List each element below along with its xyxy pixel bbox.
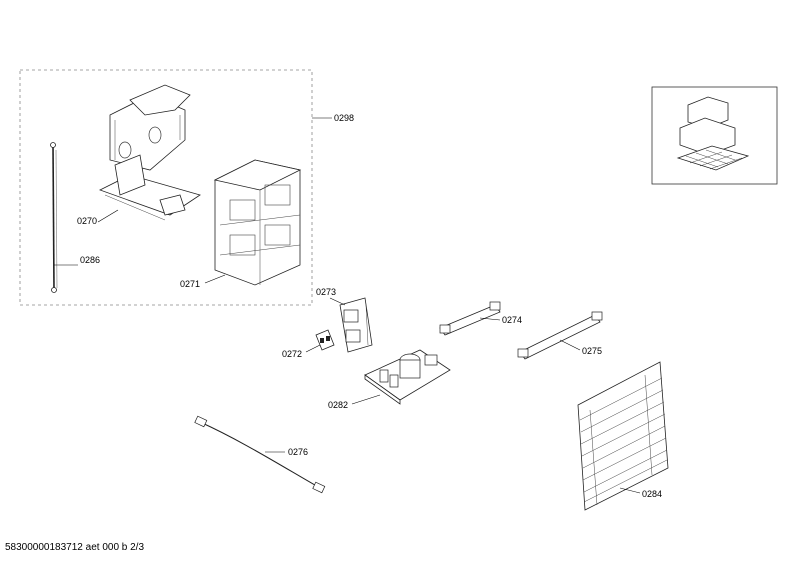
part-0282-power-board bbox=[364, 349, 451, 405]
document-footer-id: 58300000183712 aet 000 b 2/3 bbox=[5, 542, 145, 553]
label-0270: 0270 bbox=[77, 216, 98, 226]
label-0286: 0286 bbox=[80, 255, 101, 265]
part-0271-frame bbox=[213, 159, 302, 286]
label-0276: 0276 bbox=[288, 447, 309, 457]
part-0274-ribbon-cable bbox=[439, 301, 501, 336]
part-0273-relay-board bbox=[339, 297, 373, 353]
part-0284-grid-panel bbox=[577, 361, 669, 511]
part-0270-bracket bbox=[98, 84, 201, 221]
part-0286-wire bbox=[50, 142, 58, 293]
assembly-group-frame bbox=[19, 69, 313, 306]
label-0284: 0284 bbox=[642, 489, 663, 499]
label-0298: 0298 bbox=[334, 113, 355, 123]
part-0272-connector bbox=[315, 329, 335, 351]
label-0282: 0282 bbox=[328, 400, 349, 410]
label-0273: 0273 bbox=[316, 287, 337, 297]
label-0271: 0271 bbox=[180, 279, 201, 289]
part-0276-cable bbox=[194, 415, 326, 494]
label-0275: 0275 bbox=[582, 346, 603, 356]
part-0275-ribbon-cable bbox=[517, 311, 603, 360]
overview-thumbnail bbox=[651, 86, 778, 185]
label-0272: 0272 bbox=[282, 349, 303, 359]
label-0274: 0274 bbox=[502, 315, 523, 325]
